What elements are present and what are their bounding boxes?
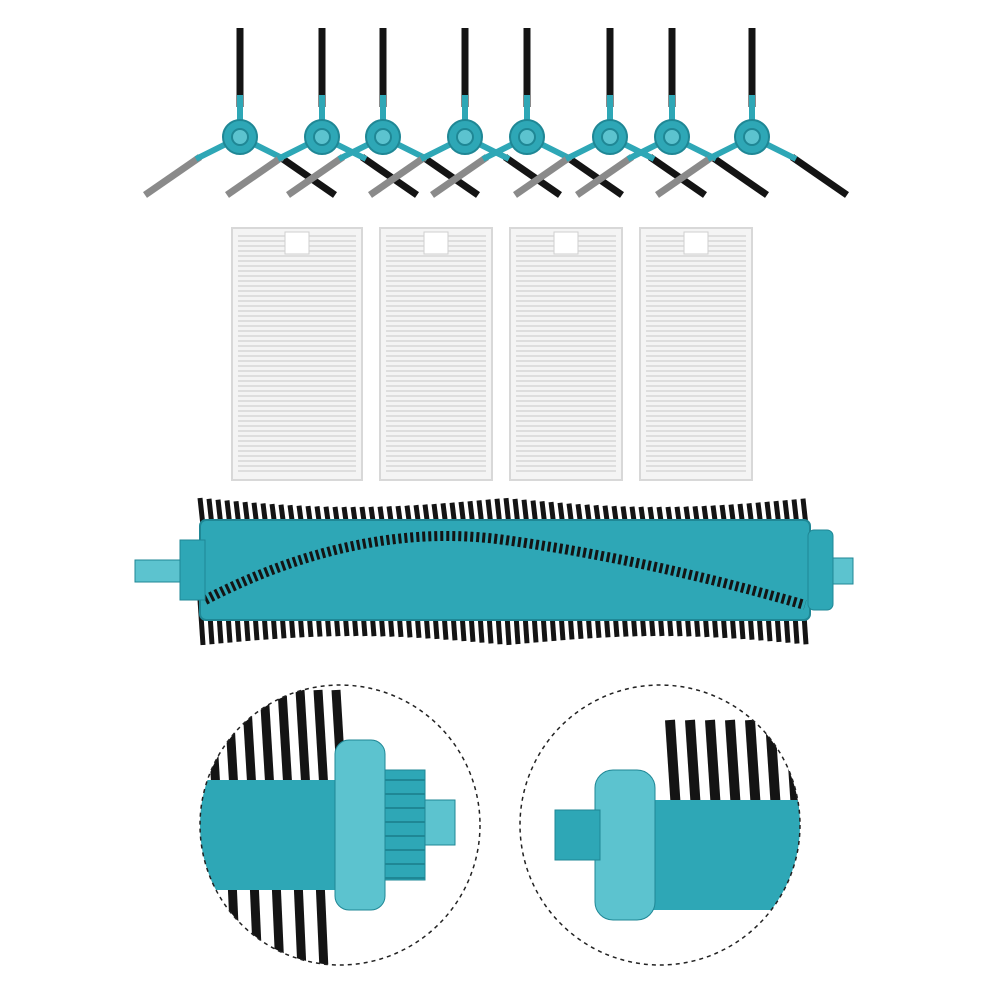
detail-views	[199, 684, 801, 966]
side-brush	[368, 28, 562, 198]
side-brush	[430, 28, 624, 198]
roller-core	[199, 519, 811, 621]
side-brushes	[143, 28, 849, 198]
filter	[231, 227, 363, 481]
side-brush	[575, 28, 769, 198]
bristle	[503, 154, 562, 198]
bristle	[565, 154, 624, 198]
filter	[379, 227, 493, 481]
bristle	[360, 154, 419, 198]
hepa-filters	[231, 227, 753, 481]
bristle	[710, 154, 769, 198]
bristle	[430, 154, 489, 198]
filter-tab	[284, 231, 310, 255]
bristle	[368, 154, 427, 198]
axle-left	[134, 559, 181, 583]
bristle	[278, 154, 337, 198]
filter-tab	[683, 231, 709, 255]
bristle	[286, 154, 345, 198]
main-roller-brush	[134, 497, 854, 646]
filter-tab	[423, 231, 449, 255]
side-brush	[286, 28, 480, 198]
side-brush	[225, 28, 419, 198]
detail-view-left	[200, 689, 456, 965]
axle-right	[832, 557, 854, 585]
filter	[509, 227, 623, 481]
dashed-circle-outline	[519, 684, 801, 966]
filter	[639, 227, 753, 481]
spiral-bristle	[202, 531, 807, 610]
bristle	[421, 154, 480, 198]
end-cap-left	[179, 539, 206, 601]
bristle	[648, 154, 707, 198]
end-cap-right	[807, 529, 834, 611]
bristle	[513, 154, 572, 198]
dashed-circle-outline	[199, 684, 481, 966]
detail-view-right	[554, 719, 800, 921]
filter-tab	[553, 231, 579, 255]
bristle	[225, 154, 284, 198]
bristle	[790, 154, 849, 198]
side-brush	[143, 28, 337, 198]
side-brush	[513, 28, 707, 198]
bristle	[143, 154, 202, 198]
bristle	[575, 154, 634, 198]
bristle	[655, 154, 714, 198]
side-brush	[655, 28, 849, 198]
